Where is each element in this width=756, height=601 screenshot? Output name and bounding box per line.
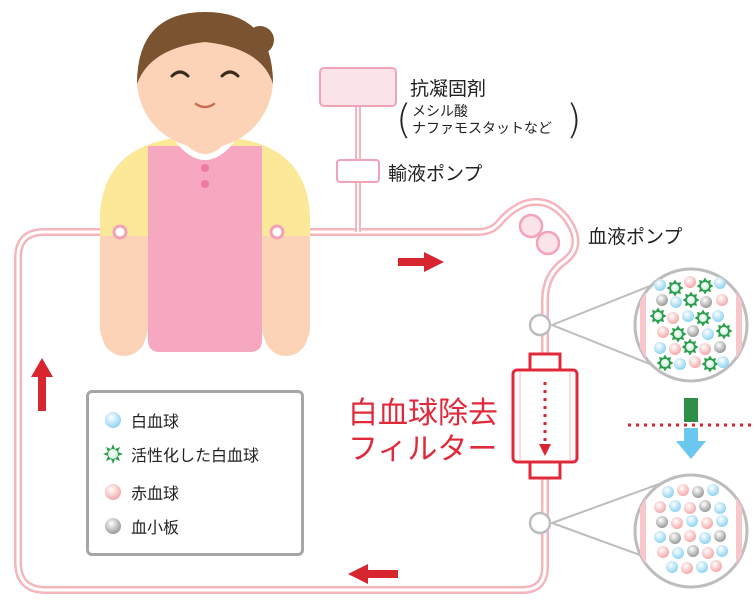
white-cell [702,328,714,340]
red-cell [689,356,701,368]
anticoagulant-example-1: メシル酸 [412,104,468,120]
paren-close: ) [566,97,582,143]
platelet-icon [105,518,121,534]
activated-cell [649,307,667,325]
white-cell [672,547,684,559]
white-cell [670,296,682,308]
platelet-cell [656,516,668,528]
red-cell [684,530,696,542]
red-cell [657,546,669,558]
red-cell [684,502,696,514]
legend-item-red-blood-cell: 赤血球 [103,479,179,505]
flow-arrow-right [398,252,444,272]
legend-item-activated-white-blood-cell: 活性化した白血球 [103,441,259,467]
platelet-cell [656,294,668,306]
infusion-pump-label: 輸液ポンプ [388,163,483,185]
paren-open: ( [396,97,412,143]
platelet-cell [669,532,681,544]
white-cell [666,561,678,573]
leukocyte-filter-icon [511,352,579,480]
white-cell [674,358,686,370]
red-cell [699,343,711,355]
patient-figure [100,12,310,356]
red-cell [657,326,669,338]
platelet-cell [692,486,704,498]
red-cell [702,547,714,559]
red-cell [681,562,693,574]
filter-name-line-2: フィルター [348,432,498,467]
access-point-right [269,224,285,240]
white-cell [716,515,728,527]
legend-label: 白血球 [131,412,180,431]
white-cell [654,342,666,354]
white-cell [662,486,674,498]
filter-name-line-1: 白血球除去 [348,396,498,431]
white-cell [714,277,726,289]
activated-cell [656,354,674,372]
white-cell [682,310,694,322]
red-cell [654,501,666,513]
access-point-left [112,224,128,240]
magnifier-before-filter [633,267,749,383]
blood-pump-icon [518,213,561,256]
white-cell [714,502,726,514]
legend-label: 血小板 [131,518,180,537]
red-blood-cell-icon [105,484,121,500]
activated-white-blood-cell-icon [103,444,123,464]
white-cell [654,279,666,291]
activated-cell [701,355,719,373]
red-cell [667,312,679,324]
sampling-point-before [528,276,671,374]
platelet-cell [699,500,711,512]
white-cell [716,545,728,557]
activated-cell [666,279,684,297]
red-cell [677,484,689,496]
red-cell [701,517,713,529]
red-cell [710,560,722,572]
white-cell [717,356,729,368]
flow-arrow-up [31,358,53,411]
platelet-cell [714,341,726,353]
white-cell [699,532,711,544]
white-cell [669,500,681,512]
infusion-pump-box [336,159,380,183]
legend-box: 白血球 活性化した白血球 赤血球 血小板 [86,390,304,556]
activated-cell [715,322,733,340]
activated-cell [696,277,714,295]
anticoagulant-bag [319,67,397,107]
platelet-cell [687,545,699,557]
flow-arrow-left [348,564,398,584]
white-blood-cell-icon [105,412,121,428]
red-cell [671,517,683,529]
white-cell [707,484,719,496]
activated-cell [682,291,700,309]
red-cell [716,294,728,306]
activated-cell [694,309,712,327]
activated-cell [669,325,687,343]
activated-cell-blocked-arrow [676,398,706,459]
red-cell [669,343,681,355]
white-cell [686,515,698,527]
platelet-cell [700,296,712,308]
platelet-cell [714,530,726,542]
anticoagulant-label: 抗凝固剤 [410,78,487,100]
red-cell [684,276,696,288]
platelet-cell [687,325,699,337]
blood-circuit-tube [14,197,580,594]
legend-label: 活性化した白血球 [131,446,260,465]
legend-item-platelet: 血小板 [103,513,179,539]
blood-pump-label: 血液ポンプ [588,226,683,248]
activated-cell [681,338,699,356]
white-cell [696,561,708,573]
white-cell [712,310,724,322]
legend-item-white-blood-cell: 白血球 [103,407,179,433]
white-cell [654,531,666,543]
legend-label: 赤血球 [131,484,180,503]
magnifier-after-filter [633,473,749,589]
anticoagulant-example-2: ナファモスタットなど [412,121,552,137]
